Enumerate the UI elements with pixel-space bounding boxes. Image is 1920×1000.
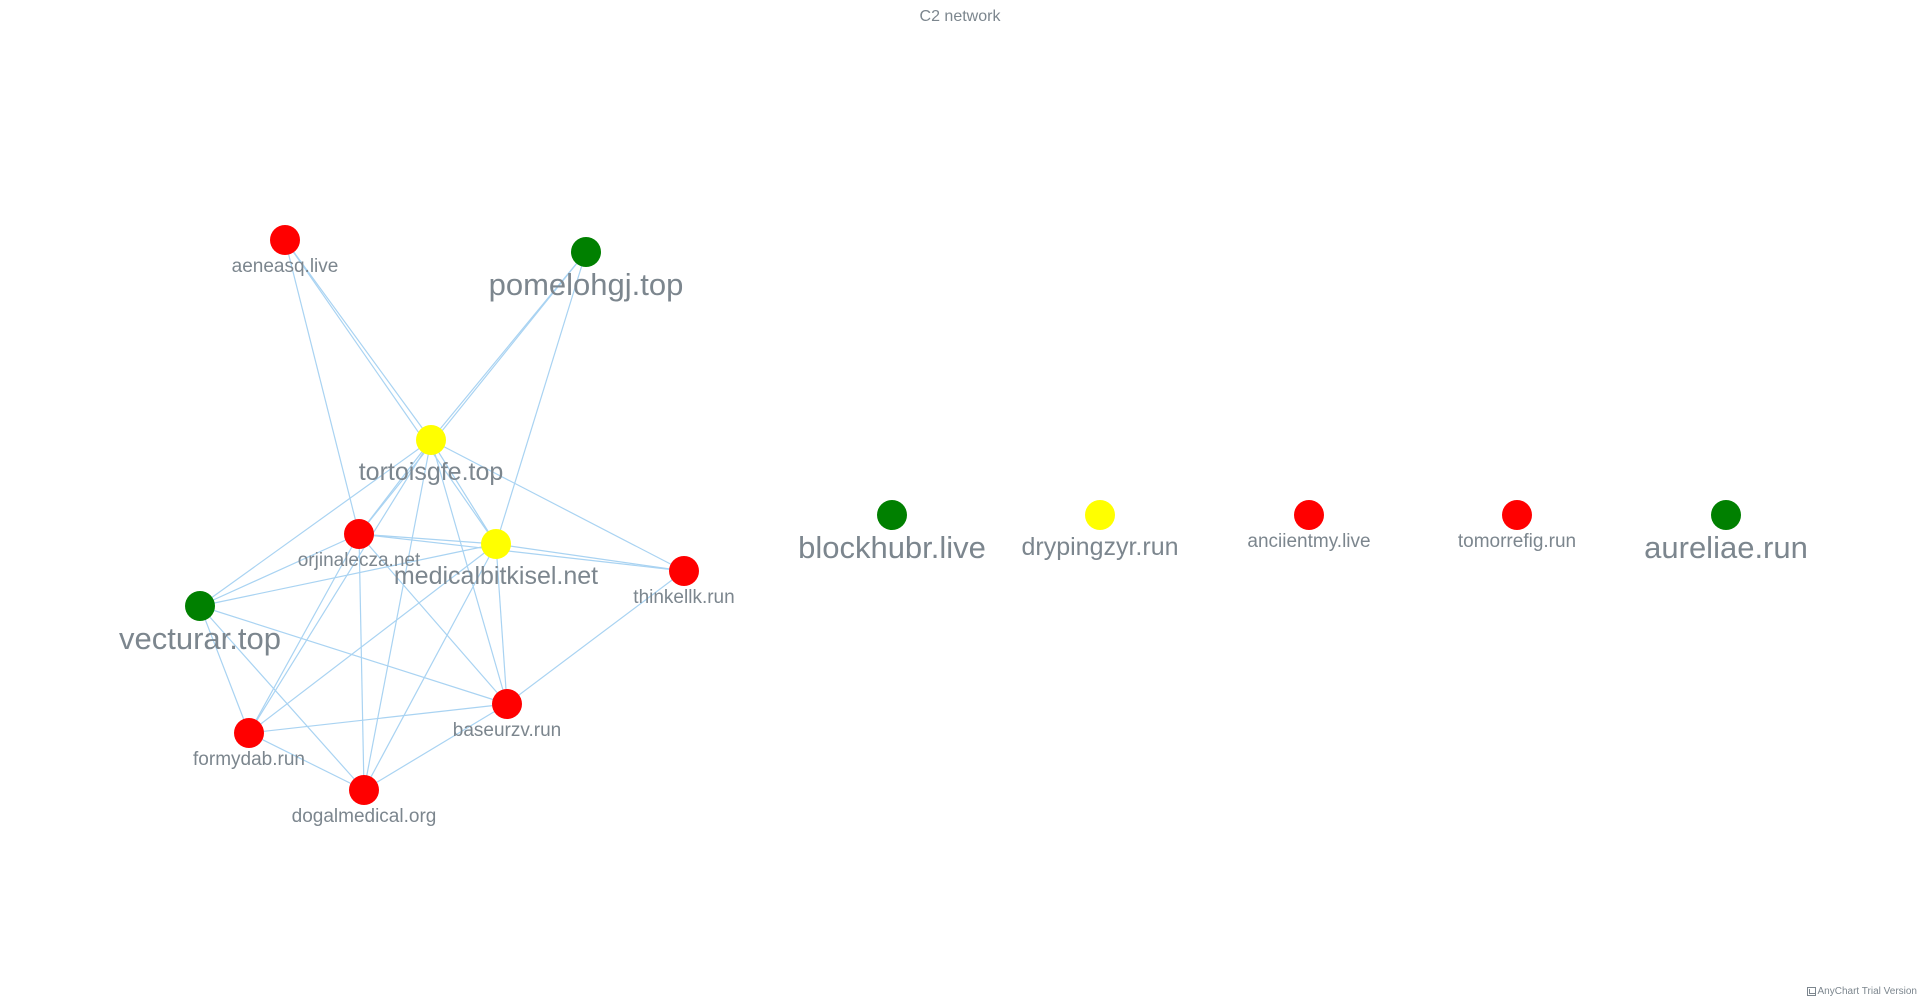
node-label: thinkellk.run [633, 587, 734, 608]
node-anciientmy-live[interactable] [1294, 500, 1324, 530]
labels-layer: aeneasq.live pomelohgj.top tortoisgfe.top o… [119, 256, 1808, 827]
edge[interactable] [248, 439, 432, 734]
edge[interactable] [284, 239, 497, 545]
edge[interactable] [199, 439, 432, 607]
node-label: aeneasq.live [232, 256, 339, 277]
edge[interactable] [363, 543, 497, 791]
edge[interactable] [248, 732, 365, 791]
edge[interactable] [495, 543, 685, 572]
edge[interactable] [358, 533, 497, 545]
node-blockhubr-live[interactable] [877, 500, 907, 530]
edge[interactable] [199, 605, 508, 705]
node-vecturar-top[interactable] [185, 591, 215, 621]
node-baseurzv-run[interactable] [492, 689, 522, 719]
edge[interactable] [284, 239, 432, 441]
node-label: tortoisgfe.top [359, 458, 504, 486]
node-orjinalecza-net[interactable] [344, 519, 374, 549]
node-label: aureliae.run [1644, 530, 1808, 565]
edge[interactable] [363, 703, 508, 791]
edge[interactable] [495, 251, 587, 545]
node-label: vecturar.top [119, 621, 281, 656]
node-label: anciientmy.live [1247, 531, 1370, 552]
node-tortoisgfe-top[interactable] [416, 425, 446, 455]
edges-layer [199, 239, 685, 791]
node-aeneasq-live[interactable] [270, 225, 300, 255]
edge[interactable] [199, 543, 497, 607]
node-pomelohgj-top[interactable] [571, 237, 601, 267]
edge[interactable] [430, 439, 497, 545]
node-formydab-run[interactable] [234, 718, 264, 748]
edge[interactable] [248, 543, 497, 734]
edge[interactable] [506, 570, 685, 705]
credits-text: AnyChart Trial Version [1817, 986, 1918, 997]
edge[interactable] [199, 533, 360, 607]
edge[interactable] [284, 239, 360, 535]
edge[interactable] [363, 439, 432, 791]
node-label: tomorrefig.run [1458, 531, 1576, 552]
edge[interactable] [358, 533, 365, 791]
node-tomorrefig-run[interactable] [1502, 500, 1532, 530]
node-label: medicalbitkisel.net [394, 562, 598, 590]
node-label: drypingzyr.run [1021, 533, 1178, 561]
edge[interactable] [199, 605, 365, 791]
node-label: baseurzv.run [453, 720, 561, 741]
edge[interactable] [358, 533, 508, 705]
anychart-logo-icon [1806, 987, 1816, 996]
node-label: formydab.run [193, 749, 305, 770]
node-label: pomelohgj.top [489, 267, 684, 302]
edge[interactable] [430, 439, 508, 705]
nodes-layer [185, 225, 1741, 805]
edge[interactable] [358, 533, 685, 572]
edge[interactable] [248, 533, 360, 734]
edge[interactable] [199, 605, 250, 734]
node-label: dogalmedical.org [292, 806, 437, 827]
node-medicalbitkisel-net[interactable] [481, 529, 511, 559]
edge[interactable] [358, 439, 432, 535]
node-label: orjinalecza.net [298, 550, 421, 571]
edge[interactable] [495, 543, 508, 705]
edge[interactable] [248, 703, 508, 734]
node-thinkellk-run[interactable] [669, 556, 699, 586]
edge[interactable] [358, 251, 587, 535]
anychart-credits[interactable]: AnyChart Trial Version [1806, 986, 1918, 997]
chart-title: C2 network [919, 8, 1001, 25]
edge[interactable] [430, 439, 685, 572]
node-aureliae-run[interactable] [1711, 500, 1741, 530]
node-dogalmedical-org[interactable] [349, 775, 379, 805]
node-drypingzyr-run[interactable] [1085, 500, 1115, 530]
node-label: blockhubr.live [798, 530, 986, 565]
